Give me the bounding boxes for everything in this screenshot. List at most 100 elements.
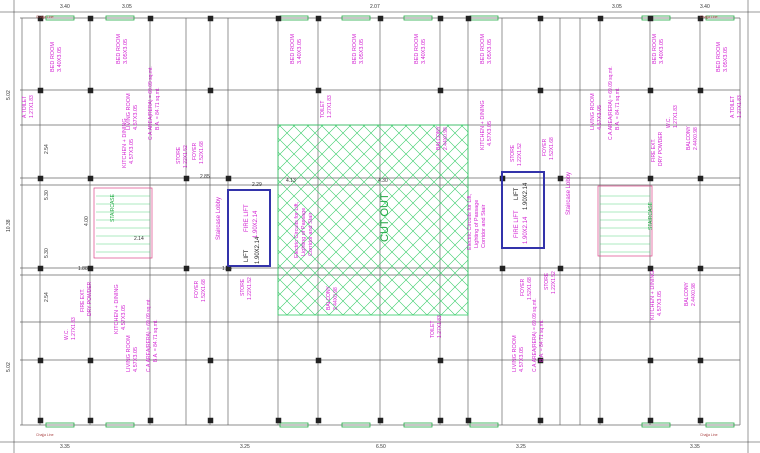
column — [37, 15, 44, 22]
area-note-carpet: C.A.AREA(RERA) = 69.09 sq.mt. — [608, 66, 614, 140]
room-size: 3.05X3.05 — [723, 47, 729, 72]
column — [647, 417, 654, 424]
dimension-left: 5.02 — [6, 362, 12, 372]
fire-lift-label-left: FIRE LIFT — [244, 204, 250, 232]
dimension-inner: 1.04 — [222, 266, 232, 272]
room-size: 4.57X3.05 — [121, 305, 127, 330]
window — [641, 422, 671, 428]
window — [403, 422, 433, 428]
lift-size-right: 1.90X2.14 — [523, 182, 529, 210]
room-name: W.C. — [64, 329, 70, 340]
room-name: KITCHEN + DINING — [122, 118, 128, 168]
window — [341, 15, 371, 21]
area-note-built: B.A. = 84.71 sq.mt. — [615, 87, 621, 130]
column — [647, 265, 654, 272]
column — [647, 357, 654, 364]
room-name: STORE — [176, 146, 182, 164]
room-name: BALCONY — [684, 281, 690, 306]
staircase-lobby-right: Staircase Lobby — [566, 172, 572, 215]
window — [641, 15, 671, 21]
dimension-top: 3.05 — [122, 4, 132, 10]
room-size: 1.22X1.52 — [517, 143, 523, 166]
dimension-bottom: 6.50 — [376, 444, 386, 450]
room-name: TOILET — [430, 321, 436, 338]
fire-ext-left: FIRE EXT. — [80, 289, 86, 312]
lift-size-left: 1.90X2.14 — [255, 236, 261, 264]
column — [597, 15, 604, 22]
dimension-inner: 2.29 — [252, 182, 262, 188]
chajja-line-bottom-right: Chajja Line — [700, 433, 718, 437]
dimension-inner: 1.88 — [78, 266, 88, 272]
room-name: BALCONY — [326, 285, 332, 310]
room-size: 1.22X1.52 — [247, 277, 253, 300]
lift-label-left: LIFT — [244, 249, 250, 262]
staircase-left: STAIRCASE — [110, 193, 116, 222]
column — [183, 175, 190, 182]
room-name: TOILET — [320, 101, 326, 118]
column — [499, 265, 506, 272]
room-name: BALCONY — [436, 125, 442, 150]
electric-note-left-1: Electric Circuits for Lift, — [294, 201, 300, 258]
dimension-top: 3.40 — [60, 4, 70, 10]
room-size: 1.27X1.83 — [673, 105, 679, 128]
chajja-line-top-left: Chajja Line — [36, 15, 54, 19]
fire-lift-size-left: 1.90X2.14 — [253, 210, 259, 238]
room-name: FOYER — [542, 138, 548, 156]
room-size: 1.52X1.68 — [527, 277, 533, 300]
column — [537, 15, 544, 22]
column — [37, 265, 44, 272]
window — [403, 15, 433, 21]
column — [37, 417, 44, 424]
room-name: BED ROOM — [652, 34, 658, 64]
dimension-bottom: 3.25 — [240, 444, 250, 450]
room-size: 1.27X1.83 — [437, 315, 443, 338]
dimension-inner: 2.14 — [134, 236, 144, 242]
dimension-left: 2.54 — [44, 144, 50, 154]
dimension-top: 3.40 — [700, 4, 710, 10]
room-name: BED ROOM — [290, 34, 296, 64]
room-size: 1.52X1.68 — [199, 141, 205, 164]
room-name: BALCONY — [686, 125, 692, 150]
room-name: LIVING ROOM — [512, 335, 518, 372]
electric-note-right-2: Lighting of Passage — [474, 200, 480, 248]
staircase-boundary — [597, 185, 653, 257]
room-size: 3.05X3.05 — [359, 39, 365, 64]
room-size: 3.05X3.05 — [487, 39, 493, 64]
room-size: 1.52X1.68 — [201, 279, 207, 302]
room-name: BED ROOM — [352, 34, 358, 64]
window — [279, 422, 309, 428]
room-name: STORE — [544, 272, 550, 290]
chajja-line-top-right: Chajja Line — [700, 15, 718, 19]
column — [697, 15, 704, 22]
room-size: 1.22X1.52 — [551, 271, 557, 294]
dimension-bottom: 3.35 — [690, 444, 700, 450]
room-name: A.TOILET — [22, 96, 28, 118]
room-size: 3.40X3.05 — [57, 47, 63, 72]
column — [207, 15, 214, 22]
electric-note-right-3: Corridor and Stair — [481, 204, 487, 248]
electric-note-right-1: Electric Circuits for Lift, — [467, 193, 473, 250]
room-name: BED ROOM — [116, 34, 122, 64]
column — [87, 87, 94, 94]
lift-label-right: LIFT — [514, 187, 520, 200]
column — [87, 357, 94, 364]
column — [225, 175, 232, 182]
room-name: LIVING ROOM — [590, 93, 596, 130]
room-name: STORE — [240, 278, 246, 296]
room-name: A.TOILET — [730, 96, 736, 118]
room-size: 2.44X0.98 — [443, 127, 449, 150]
dry-powder-right: DRY POWDER — [658, 131, 664, 166]
column — [183, 265, 190, 272]
column — [37, 87, 44, 94]
lift-box-left — [227, 189, 271, 267]
room-name: BED ROOM — [716, 42, 722, 72]
room-size: 1.22X1.52 — [183, 145, 189, 168]
column — [87, 417, 94, 424]
column — [37, 357, 44, 364]
column — [437, 15, 444, 22]
column — [647, 87, 654, 94]
column — [315, 417, 322, 424]
room-name: BED ROOM — [50, 42, 56, 72]
room-size: 3.40X3.05 — [659, 39, 665, 64]
